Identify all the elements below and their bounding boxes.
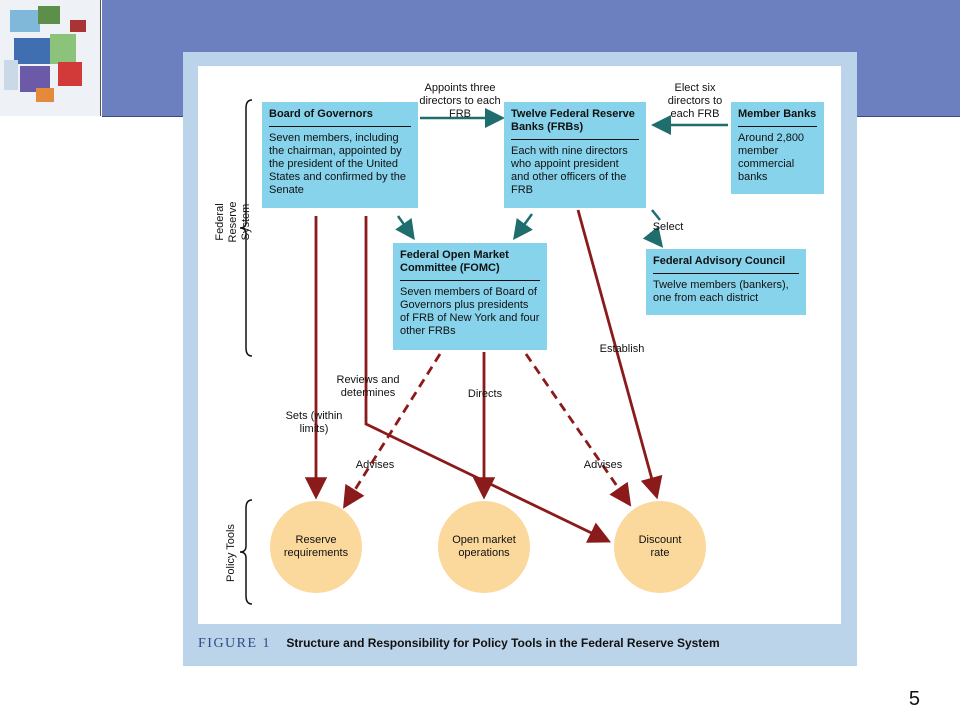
figure-number: FIGURE 1	[198, 636, 272, 651]
fomc-body: Seven members of Board of Governors plus…	[400, 286, 540, 337]
box-member-banks: Member Banks Around 2,800 member commerc…	[731, 102, 824, 194]
label-policy-tools: Policy Tools	[225, 513, 239, 593]
arrow-frb-establish-discount	[576, 209, 663, 500]
arrow-frb-to-fomc	[513, 213, 534, 241]
page-number: 5	[908, 688, 920, 710]
box-board-of-governors: Board of Governors Seven members, includ…	[262, 102, 418, 208]
label-advises-right: Advises	[583, 459, 623, 471]
logo-thumbnail	[0, 0, 101, 116]
discount-text: Discount rate	[638, 534, 682, 559]
board-body: Seven members, including the chairman, a…	[269, 132, 406, 196]
member-body: Around 2,800 member commercial banks	[738, 132, 805, 183]
open-market-text: Open market operations	[452, 534, 516, 559]
abstract-art-icon	[0, 0, 100, 116]
label-directs: Directs	[467, 388, 503, 400]
arrow-frb-to-advisory	[651, 209, 661, 221]
figure-title: Structure and Responsibility for Policy …	[286, 636, 720, 650]
label-appoints: Appoints three directors to each FRB	[419, 82, 501, 120]
bracket-policy-tools	[239, 499, 253, 605]
member-title: Member Banks	[738, 108, 817, 127]
label-federal-reserve-system: Federal Reserve System	[214, 172, 252, 272]
fomc-title: Federal Open Market Committee (FOMC)	[400, 249, 540, 281]
figure-caption: FIGURE 1 Structure and Responsibility fo…	[198, 636, 841, 656]
circle-open-market-operations: Open market operations	[438, 501, 530, 593]
label-establish: Establish	[599, 343, 645, 355]
arrow-fomc-advises-discount	[524, 353, 632, 507]
bracket-federal-reserve-system	[239, 99, 253, 357]
arrow-board-reviews-discount	[364, 216, 612, 543]
reserve-text: Reserve requirements	[283, 534, 349, 559]
label-elect: Elect six directors to each FRB	[667, 82, 723, 120]
federal-reserve-system-text: Federal Reserve System	[214, 201, 252, 243]
advisory-title: Federal Advisory Council	[653, 255, 799, 274]
policy-tools-text: Policy Tools	[225, 524, 237, 582]
advisory-body: Twelve members (bankers), one from each …	[653, 279, 789, 304]
circle-discount-rate: Discount rate	[614, 501, 706, 593]
box-fomc: Federal Open Market Committee (FOMC) Sev…	[393, 243, 547, 350]
label-select: Select	[652, 221, 684, 233]
circle-reserve-requirements: Reserve requirements	[270, 501, 362, 593]
board-title: Board of Governors	[269, 108, 411, 127]
arrow-select-to-advisory	[642, 226, 664, 248]
label-advises-left: Advises	[355, 459, 395, 471]
label-sets: Sets (within limits)	[285, 410, 343, 435]
arrow-board-to-fomc	[395, 215, 415, 241]
label-reviews: Reviews and determines	[336, 374, 400, 399]
frb-title: Twelve Federal Reserve Banks (FRBs)	[511, 108, 639, 140]
box-federal-advisory-council: Federal Advisory Council Twelve members …	[646, 249, 806, 315]
frb-body: Each with nine directors who appoint pre…	[511, 145, 628, 196]
box-twelve-frbs: Twelve Federal Reserve Banks (FRBs) Each…	[504, 102, 646, 208]
